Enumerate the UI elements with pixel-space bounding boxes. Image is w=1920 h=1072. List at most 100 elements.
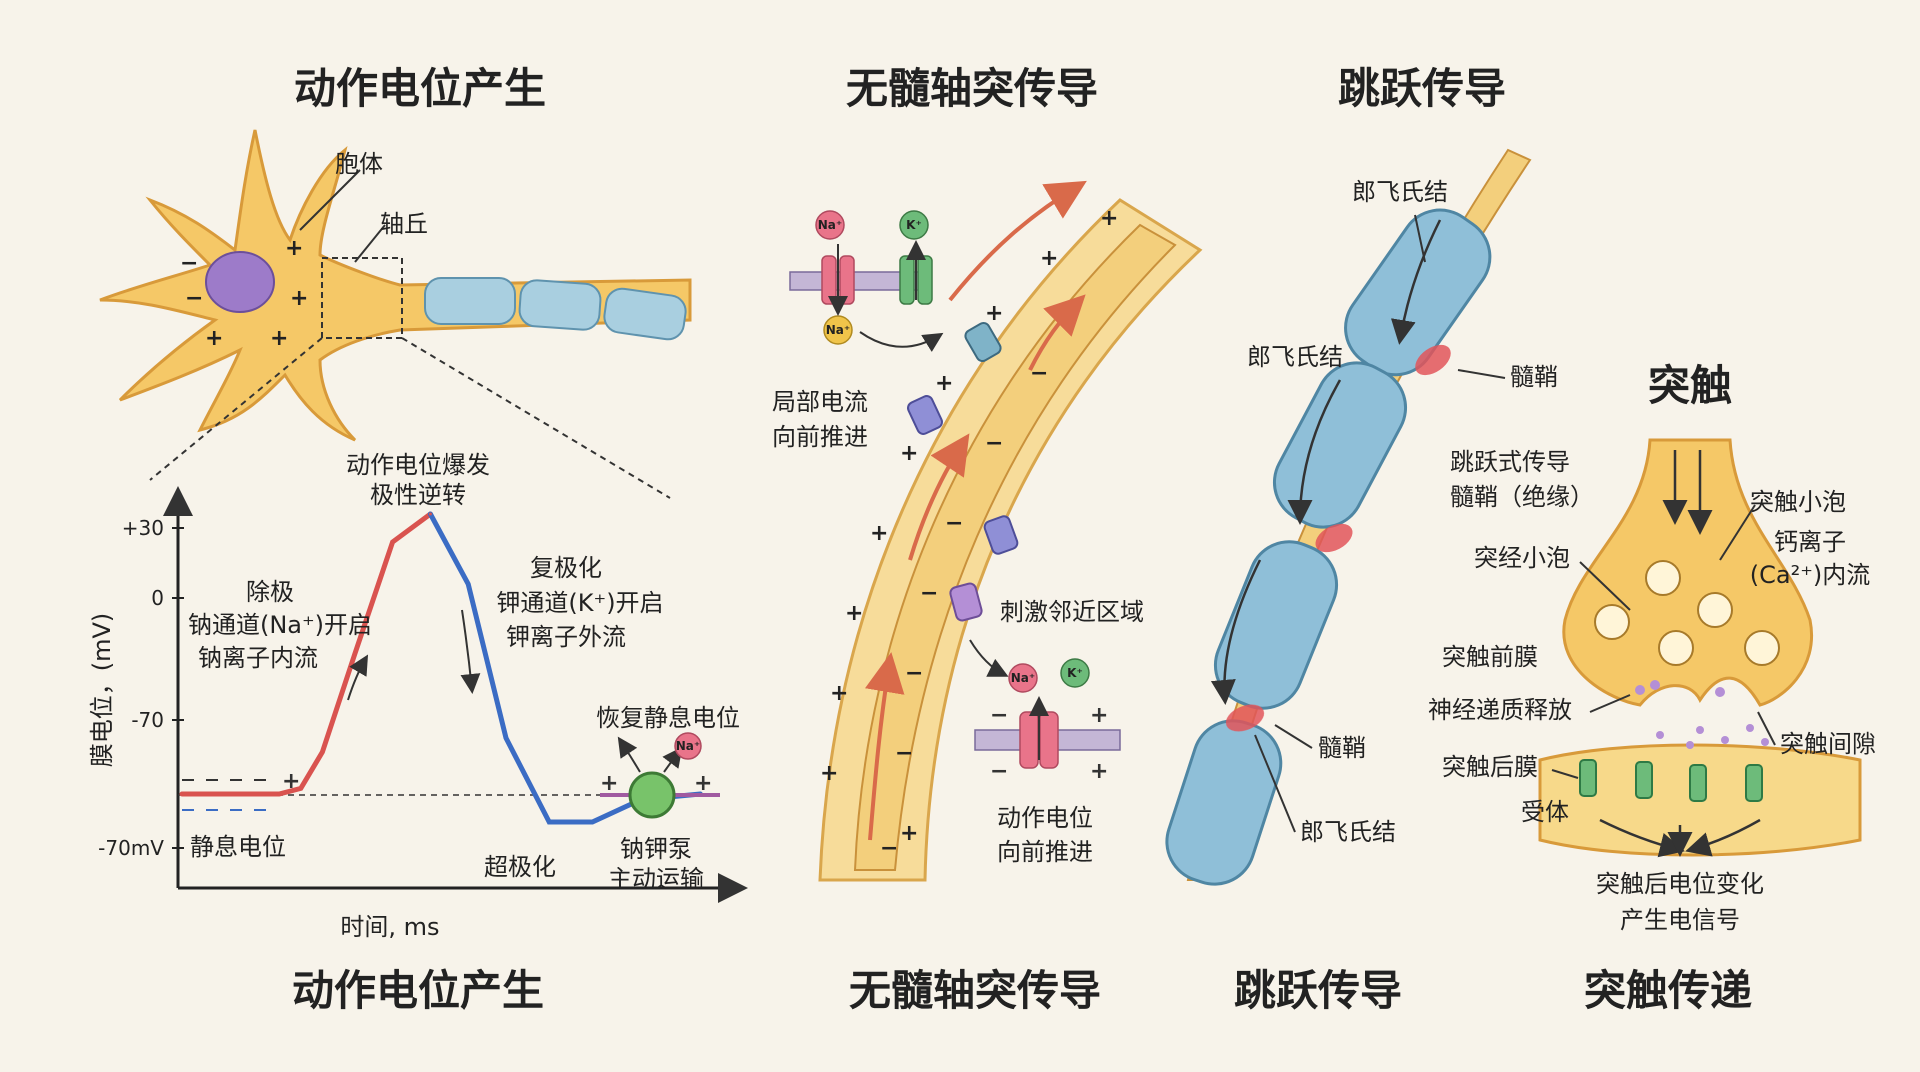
receptors bbox=[1579, 759, 1763, 802]
label-ap-forward-2: 向前推进 bbox=[997, 838, 1093, 866]
membrane-charges: + bbox=[182, 769, 300, 811]
unmyelinated-axon: +++ +++ +++ −−− −−− +− Na⁺ K⁺ Na⁺ bbox=[772, 180, 1203, 882]
svg-text:−: − bbox=[945, 511, 963, 536]
svg-text:+: + bbox=[845, 601, 863, 626]
inset-na-lower: Na⁺ bbox=[1011, 671, 1035, 685]
label-vesicle: 突经小泡 bbox=[1474, 544, 1570, 572]
x-axis-label: 时间, ms bbox=[340, 913, 439, 941]
svg-text:+: + bbox=[1100, 206, 1118, 231]
y-ticks: +30 0 -70 -70mV bbox=[98, 516, 184, 860]
label-node-bottom: 郎飞氏结 bbox=[1300, 818, 1396, 846]
svg-text:+: + bbox=[205, 326, 223, 351]
inset-na-top: Na⁺ bbox=[818, 218, 842, 232]
ap-point-10 bbox=[590, 820, 594, 824]
svg-text:+: + bbox=[270, 326, 288, 351]
svg-text:+: + bbox=[1090, 703, 1108, 728]
title-saltatory: 跳跃传导 bbox=[1338, 64, 1506, 113]
label-postsynaptic: 突触后膜 bbox=[1442, 753, 1538, 781]
synaptic-vesicles bbox=[1594, 560, 1780, 666]
ap-point-9 bbox=[547, 820, 551, 824]
axon-charges: +++ +++ +++ −−− −−− +− bbox=[820, 206, 1118, 861]
svg-text:+: + bbox=[694, 771, 712, 796]
na-k-pump: ++ Na⁺ 钠钾泵 主动运输 bbox=[600, 732, 720, 893]
channel-inset-bottom: Na⁺ K⁺ − + − + bbox=[974, 658, 1121, 784]
svg-text:−: − bbox=[185, 286, 203, 311]
ap-point-4 bbox=[353, 652, 357, 656]
label-node-mid: 郎飞氏结 bbox=[1247, 343, 1343, 371]
y-axis-label: 膜电位，(mV) bbox=[88, 613, 116, 768]
svg-text:+: + bbox=[985, 301, 1003, 326]
label-result-1: 突触后电位变化 bbox=[1596, 870, 1764, 898]
svg-text:−: − bbox=[990, 703, 1008, 728]
svg-text:+: + bbox=[935, 371, 953, 396]
svg-text:+: + bbox=[600, 771, 618, 796]
axon-flow-arrows bbox=[865, 180, 1087, 841]
hillock-zoom-box bbox=[321, 257, 403, 339]
bottom-title-2: 无髓轴突传导 bbox=[849, 966, 1101, 1015]
label-ca-2: (Ca²⁺)内流 bbox=[1750, 561, 1870, 589]
channel-inset-top: Na⁺ K⁺ Na⁺ bbox=[789, 210, 944, 352]
annotation-depol-2: 钠通道(Na⁺)开启 bbox=[188, 611, 372, 639]
svg-text:+: + bbox=[290, 286, 308, 311]
ap-point-1 bbox=[277, 792, 281, 796]
label-local-current-2: 向前推进 bbox=[772, 423, 868, 451]
label-cleft: 突触间隙 bbox=[1780, 730, 1876, 758]
bottom-title-1: 动作电位产生 bbox=[292, 966, 544, 1015]
annotation-pump-1: 钠钾泵 bbox=[620, 835, 692, 863]
ap-point-6 bbox=[428, 512, 432, 516]
svg-text:−: − bbox=[990, 759, 1008, 784]
annotation-peak-1: 动作电位爆发 bbox=[346, 451, 490, 479]
title-synapse: 突触 bbox=[1648, 361, 1732, 410]
inset-k-top: K⁺ bbox=[906, 218, 922, 232]
label-receptor: 受体 bbox=[1521, 798, 1569, 826]
soma-charges: −−+ +++ bbox=[180, 236, 308, 351]
svg-text:−: − bbox=[880, 836, 898, 861]
label-hillock: 轴丘 bbox=[380, 210, 428, 238]
annotation-depol-3: 钠离子内流 bbox=[198, 644, 318, 672]
tick-minus70mv: -70mV bbox=[98, 836, 164, 860]
label-stimulate: 刺激邻近区域 bbox=[1000, 598, 1144, 626]
annotation-pump-2: 主动运输 bbox=[608, 865, 704, 893]
ap-point-5 bbox=[391, 540, 395, 544]
annotation-peak-2: 极性逆转 bbox=[370, 481, 466, 509]
synapse: 突触小泡 钙离子 (Ca²⁺)内流 突经小泡 突触前膜 神经递质释放 突触间隙 … bbox=[1428, 438, 1876, 934]
ap-point-3 bbox=[320, 750, 324, 754]
annotation-repol-3: 钾离子外流 bbox=[506, 623, 626, 651]
title-ap-generation: 动作电位产生 bbox=[294, 64, 546, 113]
inset-na-bottom: Na⁺ bbox=[826, 323, 850, 337]
axon-ion-channels bbox=[907, 321, 1019, 622]
neuron-soma bbox=[99, 129, 692, 442]
neuron-illustration: 胞体 轴丘 −−+ +++ bbox=[99, 129, 692, 499]
myelinated-axon: 郎飞氏结 郎飞氏结 髓鞘 跳跃式传导 髓鞘（绝缘） 髓鞘 郎飞氏结 bbox=[1165, 148, 1594, 886]
ap-point-0 bbox=[180, 792, 184, 796]
svg-text:−: − bbox=[895, 741, 913, 766]
bottom-title-3: 跳跃传导 bbox=[1234, 966, 1402, 1015]
label-release: 神经递质释放 bbox=[1428, 696, 1572, 724]
axon-core bbox=[853, 223, 1177, 871]
annotation-hyper: 超极化 bbox=[484, 853, 556, 881]
svg-text:−: − bbox=[985, 431, 1003, 456]
label-node-top: 郎飞氏结 bbox=[1352, 178, 1448, 206]
ap-point-7 bbox=[466, 582, 470, 586]
label-saltatory-2: 髓鞘（绝缘） bbox=[1450, 483, 1594, 511]
tick-0: 0 bbox=[151, 586, 164, 610]
top-titles: 动作电位产生 无髓轴突传导 跳跃传导 突触 bbox=[294, 64, 1732, 410]
annotation-depol-1: 除极 bbox=[246, 578, 294, 606]
ap-point-8 bbox=[504, 736, 508, 740]
saltatory-arrows bbox=[1210, 219, 1442, 705]
svg-text:+: + bbox=[1090, 759, 1108, 784]
bottom-title-4: 突触传递 bbox=[1584, 966, 1752, 1015]
label-result-2: 产生电信号 bbox=[1620, 906, 1740, 934]
svg-text:+: + bbox=[900, 441, 918, 466]
synapse-arrows bbox=[1599, 450, 1761, 858]
inset-k-lower: K⁺ bbox=[1067, 666, 1083, 680]
tick-minus70: -70 bbox=[131, 708, 164, 732]
ap-point-2 bbox=[299, 786, 303, 790]
svg-text:−: − bbox=[920, 581, 938, 606]
myelin-sheaths bbox=[1165, 208, 1492, 886]
label-local-current-1: 局部电流 bbox=[772, 388, 868, 416]
svg-text:+: + bbox=[1040, 246, 1058, 271]
svg-text:−: − bbox=[1030, 361, 1048, 386]
bottom-titles: 动作电位产生 无髓轴突传导 跳跃传导 突触传递 bbox=[292, 966, 1752, 1015]
